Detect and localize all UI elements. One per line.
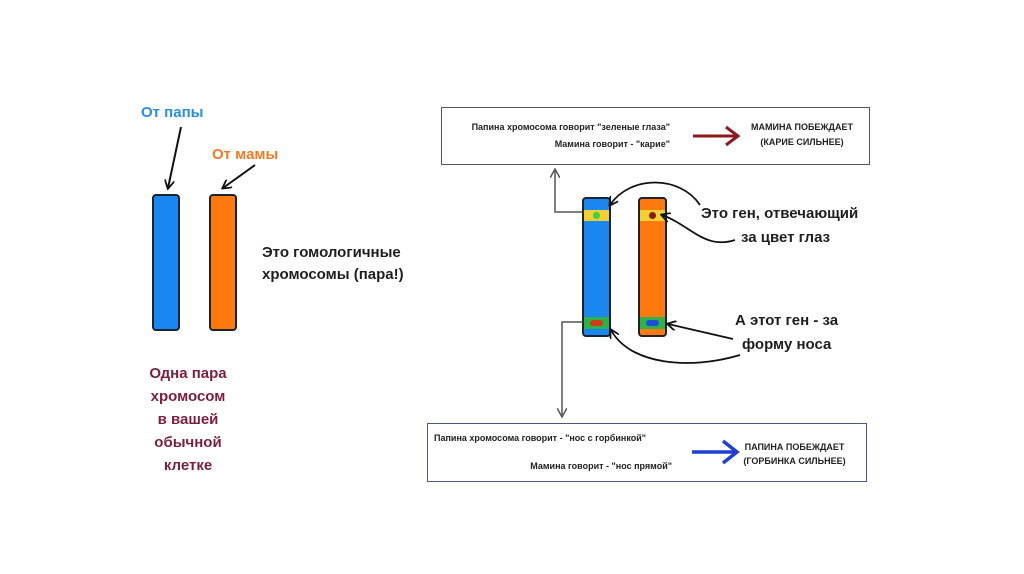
label-from-mother: От мамы (212, 146, 279, 163)
connector-eye-to-top-box (555, 170, 583, 213)
nose-shape-box: Папина хромосома говорит - "нос с горбин… (427, 423, 867, 482)
arrow-nose-gene-mother (668, 324, 734, 340)
connector-nose-to-bottom-box (562, 321, 583, 416)
allele-straight-nose (646, 320, 659, 326)
allele-hooked-nose (590, 320, 603, 326)
homologous-text-line2: хромосомы (пара!) (262, 266, 404, 283)
nose-gene-text-line2: форму носа (742, 336, 832, 353)
nose-father-says: Папина хромосома говорит - "нос с горбин… (434, 433, 647, 443)
nose-result-line1: ПАПИНА ПОБЕЖДАЕТ (744, 442, 845, 452)
arrow-father-label (168, 126, 182, 188)
arrow-eye-gene-mother (662, 215, 736, 244)
father-chromosome-genes (582, 197, 611, 337)
arrow-eye-gene-father (610, 181, 701, 206)
homologous-text-line1: Это гомологичные (262, 244, 401, 261)
caption: Одна пара хромосом в вашей обычной клетк… (138, 362, 238, 477)
eye-gene-text-line1: Это ген, отвечающий (701, 205, 859, 222)
eye-mother-says: Мамина говорит - "карие" (554, 139, 670, 149)
caption-line: хромосом (150, 388, 226, 405)
eye-result-line1: МАМИНА ПОБЕЖДАЕТ (751, 122, 853, 132)
father-chromosome (152, 194, 180, 331)
caption-line: клетке (163, 457, 213, 474)
arrow-nose-gene-father (611, 330, 741, 364)
allele-brown-eyes (649, 212, 656, 219)
caption-line: обычной (154, 434, 222, 451)
mother-chromosome-genes (638, 197, 667, 337)
nose-mother-says: Мамина говорит - "нос прямой" (530, 461, 672, 471)
arrow-father-wins (692, 439, 740, 465)
nose-gene-band (584, 317, 609, 329)
allele-green-eyes (593, 212, 600, 219)
nose-gene-band (640, 317, 665, 329)
arrow-mother-wins (693, 125, 741, 147)
eye-father-says: Папина хромосома говорит "зеленые глаза" (471, 122, 670, 132)
eye-gene-band (584, 210, 609, 221)
nose-gene-text-line1: А этот ген - за (735, 312, 839, 329)
eye-gene-text-line2: за цвет глаз (741, 229, 831, 246)
arrow-mother-label (223, 164, 256, 188)
eye-result-line2: (КАРИЕ СИЛЬНЕЕ) (760, 137, 844, 147)
caption-line: Одна пара (149, 365, 227, 382)
eye-gene-band (640, 210, 665, 221)
mother-chromosome (209, 194, 237, 331)
caption-line: в вашей (157, 411, 219, 428)
label-from-father: От папы (141, 104, 204, 121)
eye-color-box: Папина хромосома говорит "зеленые глаза"… (441, 107, 870, 165)
nose-result-line2: (ГОРБИНКА СИЛЬНЕЕ) (743, 456, 846, 466)
